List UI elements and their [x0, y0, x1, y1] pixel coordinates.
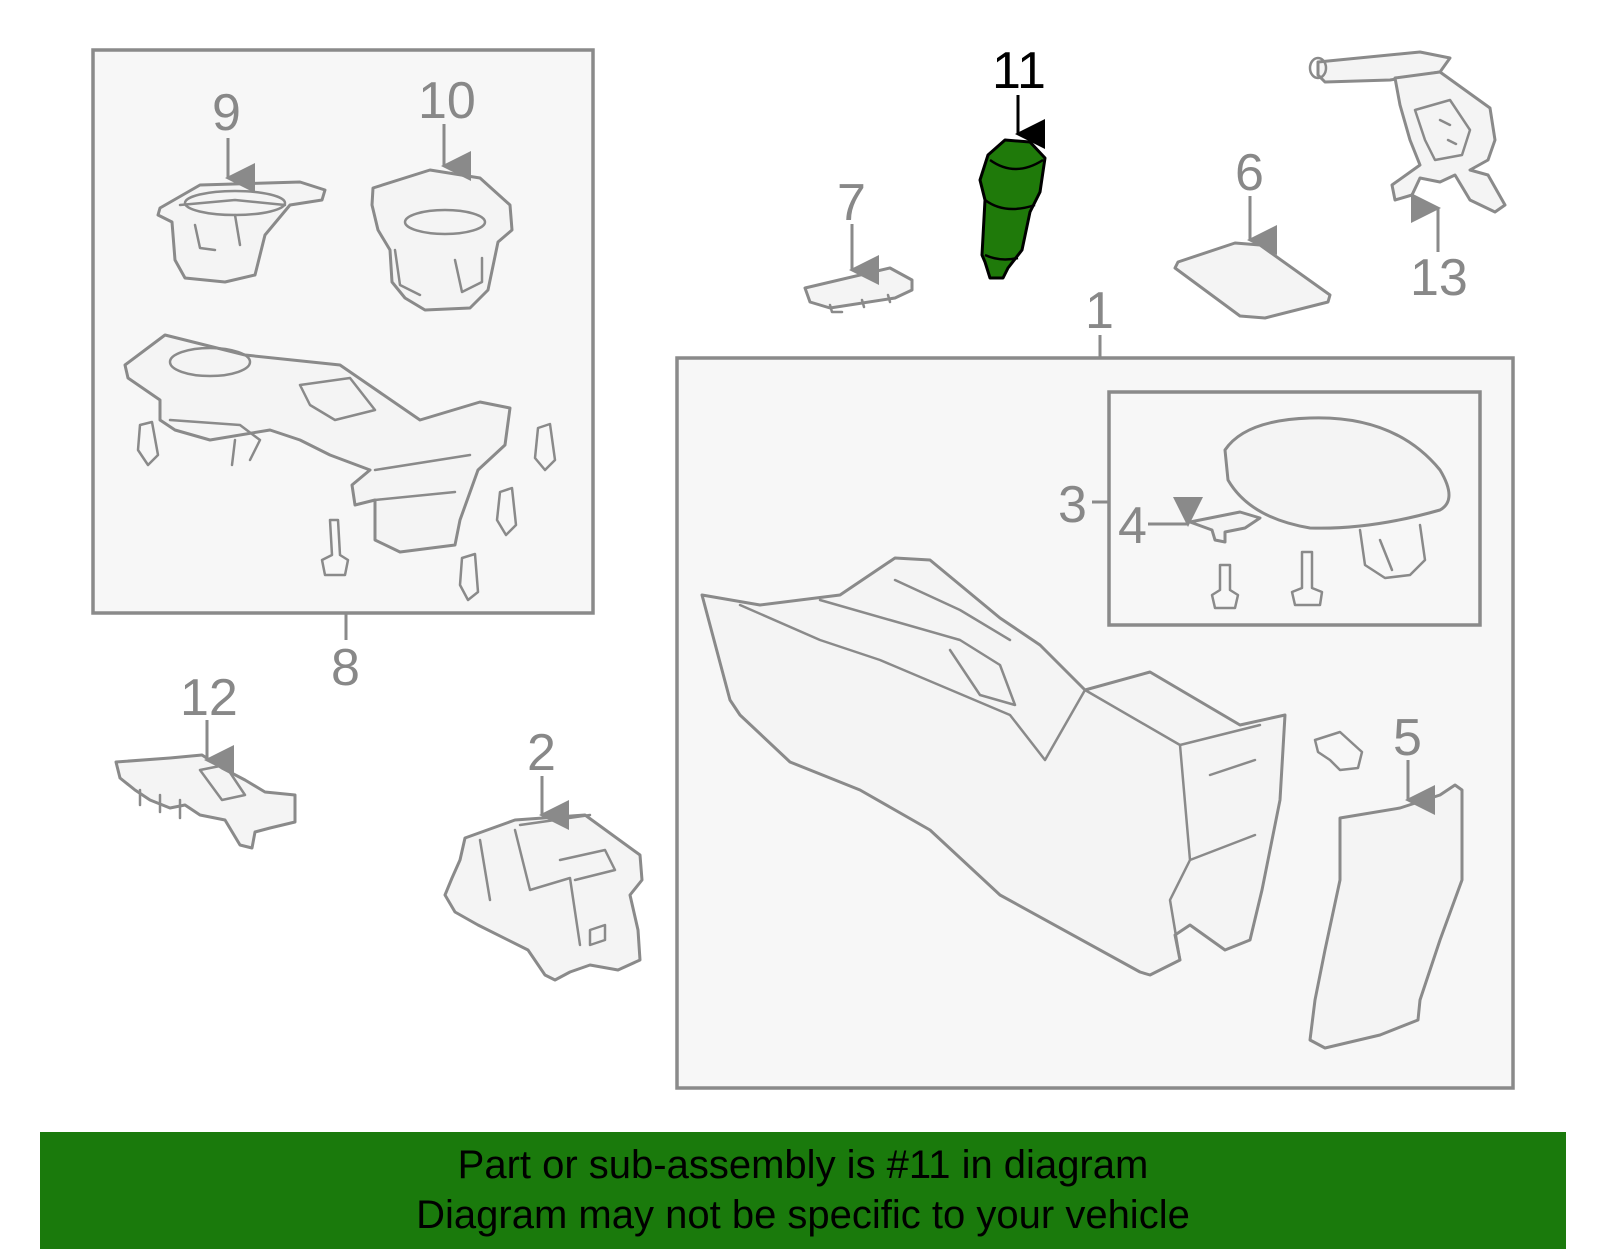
screws-box-3 — [1210, 550, 1324, 610]
label-6: 6 — [1235, 144, 1264, 202]
label-2: 2 — [527, 724, 556, 782]
label-11: 11 — [992, 42, 1046, 100]
part-10-cup-holder[interactable] — [370, 168, 514, 312]
part-8-shift-panel[interactable] — [123, 333, 512, 554]
part-7-cover[interactable] — [803, 266, 914, 314]
part-6-mat[interactable] — [1173, 241, 1332, 320]
banner-line-2: Diagram may not be specific to your vehi… — [416, 1193, 1190, 1237]
label-9: 9 — [212, 84, 241, 142]
info-banner: Part or sub-assembly is #11 in diagram D… — [40, 1132, 1566, 1249]
label-10: 10 — [418, 72, 476, 130]
part-3-armrest-lid[interactable] — [1223, 416, 1451, 580]
label-5: 5 — [1393, 709, 1422, 767]
group-box-8 — [91, 48, 595, 615]
label-4: 4 — [1118, 497, 1147, 555]
label-8: 8 — [331, 639, 360, 697]
label-1: 1 — [1085, 282, 1114, 340]
part-4-hinge[interactable] — [1188, 510, 1262, 544]
part-2-shifter-bracket[interactable] — [443, 813, 644, 982]
label-13: 13 — [1410, 249, 1468, 307]
part-9-cup-holder-insert[interactable] — [156, 180, 327, 284]
label-7: 7 — [837, 174, 866, 232]
label-3: 3 — [1058, 476, 1087, 534]
clip-near-5 — [1313, 730, 1364, 772]
banner-line-1: Part or sub-assembly is #11 in diagram — [457, 1143, 1149, 1187]
label-12: 12 — [180, 669, 238, 727]
parts-diagram: 9 10 8 11 7 6 — [91, 42, 1515, 1090]
clips-group-8 — [136, 420, 557, 602]
part-12-switch-bezel[interactable] — [114, 753, 297, 850]
part-13-brake-lever[interactable] — [1308, 50, 1507, 214]
part-5-side-panel[interactable] — [1308, 783, 1464, 1050]
part-1-console-body[interactable] — [700, 556, 1287, 977]
part-11-shift-knob[interactable] — [978, 138, 1047, 280]
